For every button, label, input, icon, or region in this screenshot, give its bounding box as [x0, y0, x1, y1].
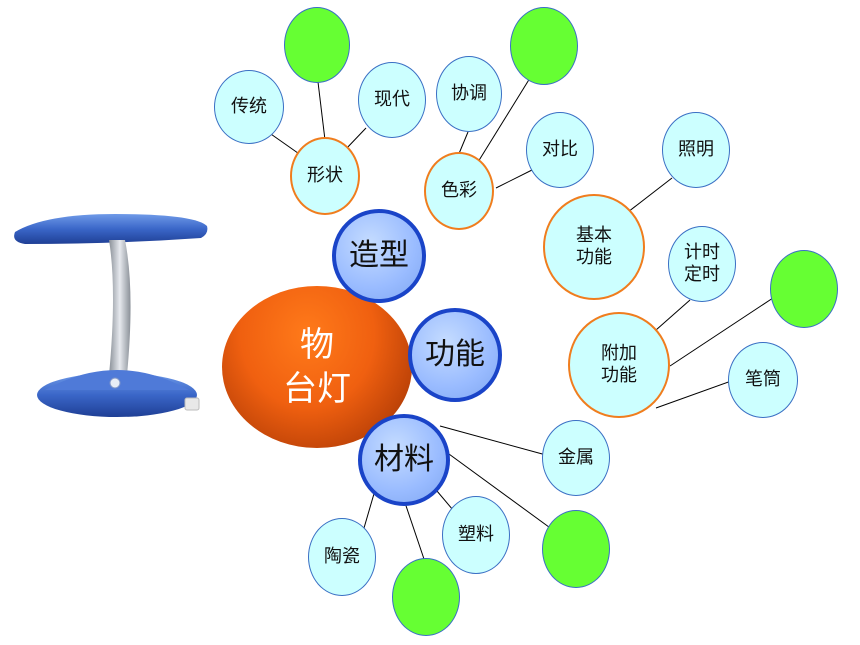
desk-lamp-illustration — [14, 214, 208, 417]
leaf-harmony: 协调 — [436, 56, 502, 132]
link-material-blank — [437, 445, 554, 531]
link-extra-timer — [655, 299, 691, 331]
branch-shape: 造型 — [332, 209, 426, 303]
blank-circle — [392, 558, 460, 636]
leaf-penholder: 笔筒 — [728, 342, 798, 418]
link-basic-lighting — [627, 177, 673, 213]
sub-form: 形状 — [290, 137, 360, 215]
blank-circle — [542, 510, 610, 588]
link-color-blank — [477, 77, 531, 163]
leaf-lighting: 照明 — [662, 112, 730, 188]
leaf-ceramic: 陶瓷 — [308, 518, 376, 596]
sub-color: 色彩 — [424, 152, 494, 230]
leaf-plastic: 塑料 — [442, 496, 510, 574]
leaf-contrast: 对比 — [526, 112, 594, 188]
link-extra-blank — [669, 295, 777, 367]
branch-function: 功能 — [408, 308, 502, 402]
link-color-contrast — [495, 169, 533, 189]
blank-circle — [284, 7, 350, 83]
leaf-timer: 计时 定时 — [668, 226, 736, 302]
sub-basic-function: 基本 功能 — [543, 194, 645, 300]
sub-extra-function: 附加 功能 — [568, 312, 670, 418]
leaf-modern: 现代 — [358, 62, 426, 138]
leaf-traditional: 传统 — [214, 70, 284, 144]
leaf-metal: 金属 — [542, 420, 610, 496]
blank-circle — [770, 250, 838, 328]
link-material-metal — [439, 425, 547, 456]
branch-material: 材料 — [358, 414, 450, 506]
link-form-blank — [317, 81, 326, 141]
link-extra-penholder — [655, 379, 735, 409]
blank-circle — [510, 7, 578, 85]
